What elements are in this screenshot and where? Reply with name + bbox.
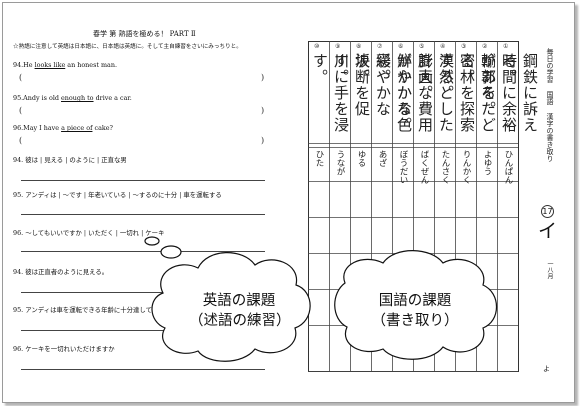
kanji-answer: たんさく bbox=[440, 150, 450, 184]
answer-line bbox=[21, 292, 265, 293]
english-callout: 英語の課題 （述語の練習） bbox=[189, 291, 291, 331]
kanji-item-number: ③ bbox=[461, 43, 467, 50]
kanji-answer: よゆう bbox=[482, 150, 492, 176]
english-item-96: 96.May I have a piece of cake? bbox=[13, 124, 113, 132]
kanji-answer: あざ bbox=[377, 150, 387, 167]
underlined-phrase: a piece of bbox=[61, 124, 93, 132]
kanji-answer: ひんぱん bbox=[503, 150, 513, 184]
kanji-answer: ぼうだい bbox=[398, 150, 408, 184]
japanese-item: 95. アンディは車を運転できる年齢に十分達している。 bbox=[13, 306, 172, 314]
kanji-sentence: 漠然とした計画。 bbox=[416, 53, 455, 133]
kanji-answer: ひた bbox=[314, 150, 324, 167]
answer-paren-open: ( bbox=[19, 106, 23, 115]
kanji-item-number: ⑩ bbox=[314, 43, 320, 50]
answer-line bbox=[21, 330, 265, 331]
kanji-item-number: ② bbox=[482, 43, 488, 50]
lesson-bottom-mark: よ bbox=[543, 365, 550, 373]
kokugo-header: 毎日の学習 国語 漢字の書き取り bbox=[546, 48, 554, 162]
english-item-94: 94.He looks like an honest man. bbox=[13, 61, 117, 69]
japanese-item: 94. 彼は正直者のように見える。 bbox=[13, 268, 109, 276]
kanji-item-number: ⑤ bbox=[419, 43, 425, 50]
answer-line bbox=[21, 251, 265, 252]
kanji-sentence: 鮮やかな色彩。 bbox=[374, 53, 413, 133]
kanji-answer: ゆる bbox=[356, 150, 366, 167]
answer-line bbox=[21, 180, 265, 181]
kanji-item-number: ⑦ bbox=[377, 43, 383, 50]
kokugo-callout: 国語の課題 （書き取り） bbox=[365, 291, 465, 331]
kanji-sentence: 川に手を浸す。 bbox=[311, 53, 350, 133]
lesson-footer-mark: 一八月 bbox=[546, 261, 553, 279]
japanese-item: 94. 彼は | 見える | のように | 正直な男 bbox=[13, 156, 127, 164]
kanji-answer: うなが bbox=[335, 150, 345, 176]
kanji-sentence: 密林を探索する。 bbox=[437, 53, 476, 133]
kanji-sentence: 時間に余裕がある。 bbox=[479, 53, 518, 133]
kanji-item-number: ⑥ bbox=[398, 43, 404, 50]
kanji-item-number: ④ bbox=[440, 43, 446, 50]
answer-paren-close: ) bbox=[261, 106, 265, 115]
japanese-item: 96. 〜してもいいですか | いただく | 一切れ | ケーキ bbox=[13, 229, 165, 237]
english-callout-subtitle: （述語の練習） bbox=[189, 313, 291, 329]
kokugo-callout-title: 国語の課題 bbox=[378, 293, 452, 309]
answer-paren-open: ( bbox=[19, 136, 23, 145]
answer-line bbox=[21, 369, 265, 370]
underlined-phrase: looks like bbox=[34, 61, 66, 69]
worksheet-page: 春学 第 熟語を極める！ PART Ⅱ ☆熟語に注意して英語は日本語に、日本語は… bbox=[2, 2, 575, 403]
kanji-sentence: 鋼鉄に訴える。 bbox=[500, 53, 539, 133]
english-instruction: ☆熟語に注意して英語は日本語に、日本語は英語に。そして主自練習をさいにみっちりと… bbox=[13, 44, 242, 50]
lesson-kana: イ bbox=[538, 220, 558, 242]
kokugo-callout-subtitle: （書き取り） bbox=[371, 313, 459, 329]
japanese-item: 96. ケーキを一切れいただけますか bbox=[13, 345, 115, 353]
english-item-95: 95.Andy is old enough to drive a car. bbox=[13, 94, 132, 102]
kanji-sentence: 膨大な費用がかかる。 bbox=[395, 53, 434, 133]
answer-line bbox=[21, 214, 265, 215]
kanji-answer: りんかく bbox=[461, 150, 471, 184]
kanji-answer: ばくぜん bbox=[419, 150, 429, 184]
kanji-sentence: 決断を促す。 bbox=[332, 53, 371, 117]
answer-paren-open: ( bbox=[19, 73, 23, 82]
answer-paren-close: ) bbox=[261, 136, 265, 145]
english-worksheet-title: 春学 第 熟語を極める！ PART Ⅱ bbox=[93, 30, 196, 38]
kanji-item-number: ① bbox=[503, 43, 509, 50]
japanese-item: 95. アンディは | 〜です | 年老いている | 〜するのに十分 | 車を運… bbox=[13, 191, 222, 199]
underlined-phrase: enough to bbox=[61, 94, 94, 102]
callout-bubbles bbox=[144, 236, 497, 362]
kanji-sentence: 輸郭をたどる。 bbox=[458, 53, 497, 133]
english-callout-title: 英語の課題 bbox=[202, 293, 276, 309]
lesson-number-badge: 17 bbox=[541, 205, 554, 218]
answer-paren-close: ) bbox=[261, 73, 265, 82]
kanji-item-number: ⑨ bbox=[335, 43, 341, 50]
kanji-sentence: 緩やかな坂。 bbox=[353, 53, 392, 117]
kanji-item-number: ⑧ bbox=[356, 43, 362, 50]
